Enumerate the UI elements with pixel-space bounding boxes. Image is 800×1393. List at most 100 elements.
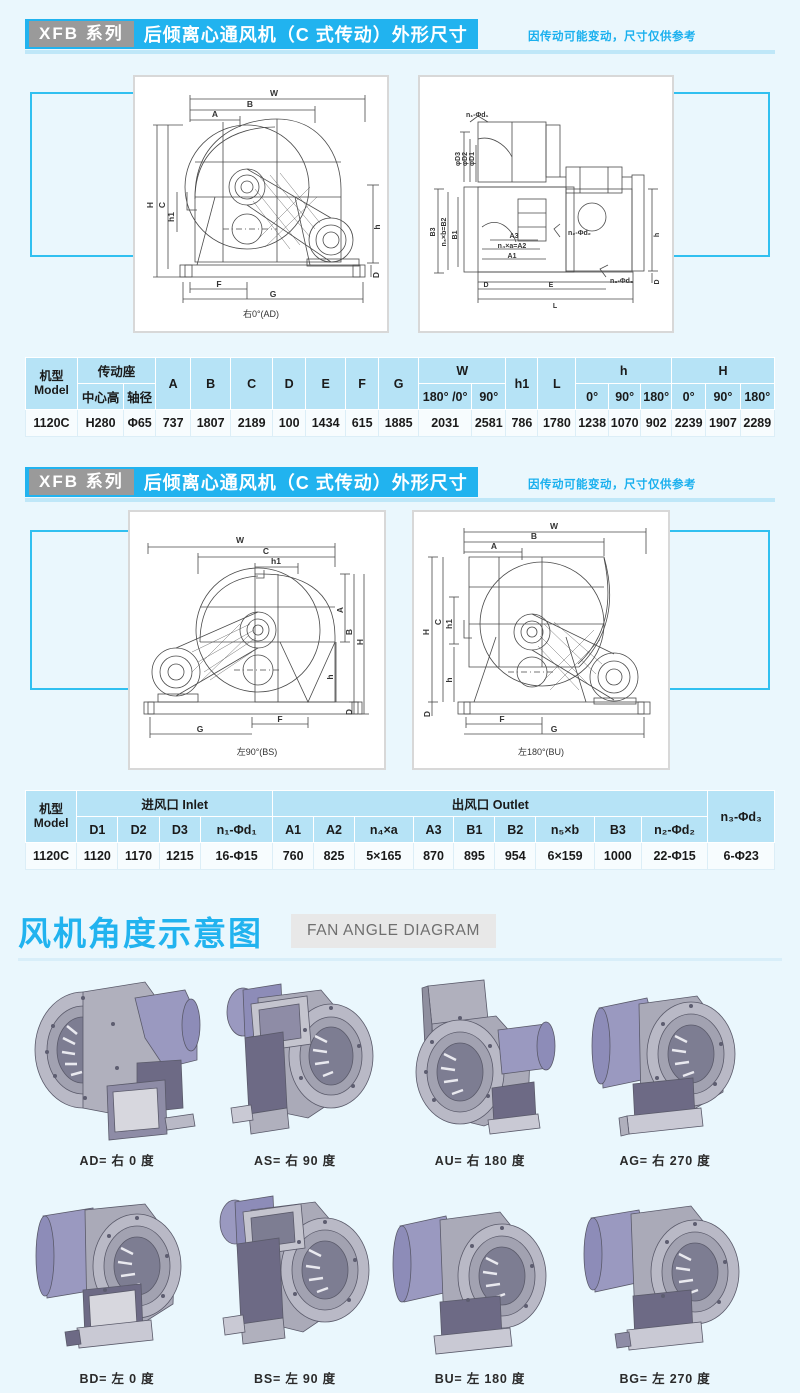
spec-table-1-wrap: 机型 Model 传动座 A B C D E F G W h1 L h H 中心…	[25, 357, 776, 437]
th2-b2: B2	[494, 816, 537, 843]
svg-text:A: A	[335, 607, 345, 613]
svg-text:G: G	[270, 289, 277, 299]
cell2-b3: 1000	[593, 842, 642, 870]
header-underline-2	[25, 498, 775, 502]
fan-item-bs: BS= 左 90 度	[200, 1186, 390, 1387]
drawing-area-1: W B A H C h1 h D F G 右0°(AD)	[0, 70, 800, 335]
svg-text:D: D	[422, 711, 432, 717]
fan-angle-heading-cn: 风机角度示意图	[18, 914, 263, 953]
svg-text:B3: B3	[430, 227, 437, 236]
cell-model: 1120C	[25, 409, 78, 437]
th2-b3: B3	[593, 816, 642, 843]
drawing-panel-ad: W B A H C h1 h D F G 右0°(AD)	[133, 75, 389, 333]
fan-angle-heading-en: FAN ANGLE DIAGRAM	[291, 914, 496, 948]
th2-d1: D1	[76, 816, 119, 843]
th2-n1-phi-d1: n₁-Φd₁	[199, 816, 274, 843]
fan-label-as: AS= 右 90 度	[254, 1154, 336, 1168]
drawing-caption-bs: 左90°(BS)	[237, 746, 278, 757]
svg-text:h1: h1	[444, 619, 454, 629]
fan-label-ad: AD= 右 0 度	[79, 1154, 155, 1168]
svg-text:A: A	[491, 541, 497, 551]
header-bar-2: XFB 系列 后倾离心通风机（C 式传动）外形尺寸	[25, 467, 478, 497]
fan-label-bd: BD= 左 0 度	[79, 1372, 155, 1386]
svg-text:A: A	[212, 109, 218, 119]
th-g: G	[378, 357, 420, 410]
svg-text:F: F	[277, 714, 282, 724]
th2-inlet: 进风口 Inlet	[76, 790, 274, 817]
section-title: 后倾离心通风机（C 式传动）外形尺寸	[143, 25, 468, 45]
table-header-row-1: 机型 Model 传动座 A B C D E F G W h1 L h H	[25, 357, 776, 410]
th2-n5-x-b: n₅×b	[535, 816, 595, 843]
cell-H-90: 1907	[705, 409, 741, 437]
cell2-a2: 825	[313, 842, 355, 870]
svg-text:W: W	[270, 88, 279, 98]
fan-item-ad: AD= 右 0 度	[22, 968, 212, 1169]
th2-model-cn: 机型	[39, 801, 64, 816]
svg-text:n₁-Φd₁: n₁-Φd₁	[466, 112, 489, 119]
section-header-1: XFB 系列 后倾离心通风机（C 式传动）外形尺寸 因传动可能变动，尺寸仅供参考	[0, 14, 800, 54]
series-tag: XFB 系列	[29, 20, 134, 48]
cell-l: 1780	[537, 409, 577, 437]
cell-h-90: 1070	[607, 409, 642, 437]
fan-illustration-ad	[34, 981, 200, 1141]
header-bar: XFB 系列 后倾离心通风机（C 式传动）外形尺寸	[25, 19, 478, 49]
svg-text:G: G	[197, 724, 204, 734]
table-subheader-row-2: D1 D2 D3 n₁-Φd₁ A1 A2 n₄×a A3 B1 B2 n₅×b…	[26, 816, 775, 843]
th-shaft-dia: 轴径	[123, 383, 157, 410]
cell-H-0: 2239	[670, 409, 707, 437]
svg-text:D: D	[654, 279, 661, 284]
cell2-n5-x-b: 6×159	[535, 842, 595, 870]
svg-text:h1: h1	[166, 212, 176, 222]
th-center-height: 中心高	[76, 383, 125, 410]
th-w: W	[418, 357, 507, 384]
fan-angle-grid: AD= 右 0 度	[0, 968, 800, 1388]
th2-d2: D2	[117, 816, 160, 843]
svg-text:φD1: φD1	[469, 152, 476, 166]
th-l: L	[537, 357, 577, 410]
th-H-180: 180°	[739, 383, 776, 410]
drawing-caption-bu: 左180°(BU)	[518, 746, 564, 757]
cell-H-180: 2289	[739, 409, 776, 437]
fan-label-ag: AG= 右 270 度	[619, 1154, 711, 1168]
cell-w-180-0: 2031	[418, 409, 473, 437]
th2-d3: D3	[158, 816, 202, 843]
header-underline	[25, 50, 775, 54]
svg-text:E: E	[549, 282, 554, 289]
th-d: D	[272, 357, 307, 410]
svg-text:h: h	[372, 224, 382, 229]
section-note-2: 因传动可能变动，尺寸仅供参考	[528, 479, 696, 491]
th-h-lower: h	[575, 357, 672, 384]
th-h1: h1	[505, 357, 539, 410]
cell-c: 2189	[230, 409, 274, 437]
th2-n3-phi-d3: n₃-Φd₃	[707, 790, 775, 843]
fan-item-bu: BU= 左 180 度	[385, 1186, 575, 1387]
svg-text:A1: A1	[508, 253, 517, 260]
decoration-frame-left-2	[30, 530, 130, 690]
drawing-caption: 右0°(AD)	[243, 308, 279, 319]
th-e: E	[305, 357, 347, 410]
th-a: A	[155, 357, 192, 410]
th2-n2-phi-d2: n₂-Φd₂	[640, 816, 709, 843]
cell-d: 100	[272, 409, 307, 437]
th2-n4-x-a: n₄×a	[353, 816, 414, 843]
fan-illustration-bs	[219, 1195, 369, 1345]
th2-model-en: Model	[33, 815, 69, 830]
th-h-upper: H	[670, 357, 776, 384]
section-note: 因传动可能变动，尺寸仅供参考	[528, 31, 696, 43]
svg-text:L: L	[553, 303, 558, 310]
th-model-cn: 机型	[39, 368, 64, 383]
svg-text:C: C	[263, 546, 269, 556]
cell-f: 615	[345, 409, 380, 437]
svg-text:B: B	[247, 99, 253, 109]
cell-b: 1807	[190, 409, 232, 437]
svg-text:H: H	[421, 629, 431, 635]
svg-text:h1: h1	[271, 556, 281, 566]
th-h-180: 180°	[640, 383, 672, 410]
svg-text:h: h	[325, 674, 335, 679]
drawing-panel-bu: W B A H C h1 h D F G 左180°(BU)	[412, 510, 670, 770]
decoration-frame-right-2	[668, 530, 770, 690]
svg-text:F: F	[216, 279, 221, 289]
fan-illustration-ag	[591, 995, 735, 1137]
cell-a: 737	[155, 409, 192, 437]
fan-item-as: AS= 右 90 度	[200, 968, 390, 1169]
